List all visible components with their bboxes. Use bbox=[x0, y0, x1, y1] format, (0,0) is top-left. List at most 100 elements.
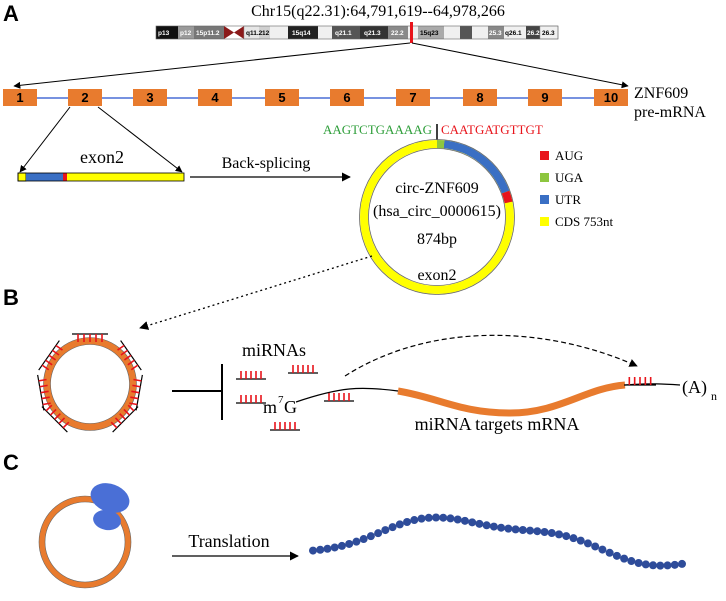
circ-id: (hsa_circ_0000615) bbox=[373, 203, 501, 220]
amino-acid-bead bbox=[518, 526, 527, 535]
legend-label-aug: AUG bbox=[555, 148, 583, 163]
amino-acid-bead bbox=[649, 561, 658, 570]
polya-subscript: n bbox=[711, 389, 717, 403]
amino-acid-bead bbox=[591, 542, 600, 551]
legend-swatch-aug bbox=[540, 151, 549, 160]
circ-name: circ-ZNF609 bbox=[395, 180, 479, 197]
mirna-base-tick bbox=[45, 404, 53, 412]
mirna-base-tick bbox=[54, 413, 61, 420]
back-splicing-label: Back-splicing bbox=[222, 155, 311, 172]
amino-acid-bead bbox=[453, 515, 462, 524]
exon2-zoom-line-left bbox=[19, 106, 71, 173]
ideogram-band bbox=[288, 26, 318, 39]
circ-length: 874bp bbox=[417, 231, 457, 248]
amino-acid-bead bbox=[526, 526, 535, 535]
exon-2-box bbox=[68, 89, 102, 106]
ideogram-band bbox=[418, 26, 444, 39]
chromosome-title: Chr15(q22.31):64,791,619--64,978,266 bbox=[251, 3, 505, 20]
mirna-base-tick bbox=[130, 364, 139, 371]
amino-acid-bead bbox=[678, 559, 686, 568]
band-label: q11.2 bbox=[246, 30, 263, 37]
exon-2-label: 2 bbox=[81, 90, 88, 105]
amino-acid-bead bbox=[323, 544, 332, 553]
circ-exon-label: exon2 bbox=[417, 267, 456, 284]
amino-acid-bead bbox=[475, 519, 484, 528]
translation-circ-inner-edge bbox=[44, 501, 126, 583]
amino-acid-bead bbox=[641, 560, 650, 569]
amino-acid-bead bbox=[656, 561, 665, 570]
translation-circ-ring bbox=[39, 496, 131, 588]
legend-label-utr: UTR bbox=[555, 192, 581, 207]
band-label: 26.3 bbox=[542, 30, 555, 37]
panel-label-b: B bbox=[3, 285, 19, 310]
band-label: 12 bbox=[262, 30, 270, 37]
amino-acid-bead bbox=[345, 539, 354, 548]
amino-acid-bead bbox=[620, 554, 629, 563]
mirna-base-tick bbox=[117, 344, 125, 351]
legend-swatch-uga bbox=[540, 173, 549, 182]
amino-acid-bead bbox=[330, 543, 339, 552]
mirna-base-tick bbox=[131, 390, 140, 394]
amino-acid-bead bbox=[482, 521, 491, 530]
mirna-base-tick bbox=[127, 359, 135, 366]
band-label: 26.2 bbox=[527, 30, 540, 37]
exon-3-box bbox=[133, 89, 167, 106]
mirna-base-tick bbox=[41, 396, 50, 400]
circ-outer-edge bbox=[359, 139, 515, 295]
free-mirnas bbox=[236, 365, 354, 431]
amino-acid-bead bbox=[583, 539, 592, 548]
amino-acid-bead bbox=[432, 513, 440, 522]
amino-acid-bead bbox=[627, 557, 636, 566]
mirna-base-tick bbox=[119, 413, 126, 420]
bound-mirna bbox=[72, 333, 108, 342]
amino-acid-bead bbox=[309, 546, 317, 555]
amino-acid-bead bbox=[497, 523, 506, 532]
band-label: q21.1 bbox=[335, 30, 352, 37]
mirna-base-tick bbox=[55, 344, 63, 351]
target-mirna bbox=[624, 377, 656, 386]
mirna-base-tick bbox=[127, 404, 135, 412]
ideogram-band bbox=[504, 26, 526, 39]
exon-9-label: 9 bbox=[541, 90, 548, 105]
exon2-zoom-line-right bbox=[97, 106, 183, 173]
mirna-base-tick bbox=[58, 417, 66, 425]
exon-1-box bbox=[3, 89, 37, 106]
amino-acid-bead bbox=[670, 560, 679, 569]
legend-swatch-cds bbox=[540, 217, 549, 226]
amino-acid-bead bbox=[576, 536, 585, 545]
ideogram-band bbox=[360, 26, 388, 39]
cap-m: m bbox=[263, 397, 277, 417]
locus-marker bbox=[410, 22, 413, 43]
sponge-dotted-arrow bbox=[139, 255, 373, 330]
amino-acid-bead bbox=[381, 526, 390, 535]
band-label: p12 bbox=[180, 30, 192, 37]
amino-acid-bead bbox=[511, 525, 520, 534]
ribosome-small-subunit bbox=[93, 509, 121, 531]
ideogram-band bbox=[444, 26, 460, 39]
band-label: q26.1 bbox=[505, 30, 522, 37]
amino-acid-bead bbox=[417, 514, 426, 523]
free-mirna bbox=[236, 395, 266, 404]
exon-9-box bbox=[528, 89, 562, 106]
mirna-base-tick bbox=[110, 421, 118, 429]
centromere-right bbox=[234, 26, 244, 39]
mirna-base-tick bbox=[48, 354, 57, 361]
ideogram-band bbox=[260, 26, 270, 39]
exon-6-box bbox=[330, 89, 364, 106]
mirna-base-tick bbox=[52, 349, 60, 356]
exon-5-label: 5 bbox=[278, 90, 285, 105]
amino-acid-bead bbox=[352, 537, 361, 546]
circ-utr-arc bbox=[443, 140, 510, 194]
amino-acid-bead bbox=[316, 545, 325, 554]
exon-8-label: 8 bbox=[476, 90, 483, 105]
mirnas-label: miRNAs bbox=[242, 340, 306, 360]
mirna-base-tick bbox=[38, 378, 47, 382]
mirna-base-tick bbox=[39, 384, 48, 388]
amino-acid-bead bbox=[410, 516, 419, 525]
exon-1-label: 1 bbox=[16, 90, 23, 105]
mirna-base-tick bbox=[40, 390, 49, 394]
mirna-base-tick bbox=[49, 408, 57, 416]
zoom-line-right bbox=[411, 42, 629, 89]
